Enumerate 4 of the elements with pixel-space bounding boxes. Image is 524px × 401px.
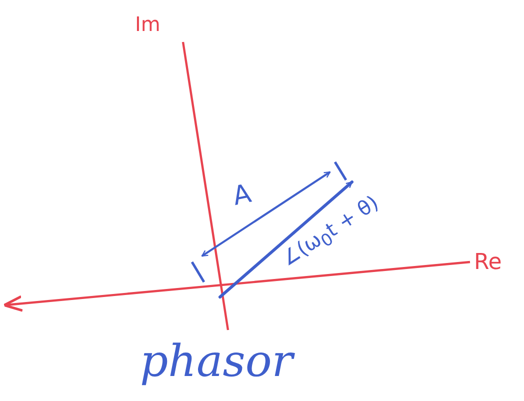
- magnitude-label: A: [230, 180, 254, 210]
- caption: phasor: [140, 340, 293, 384]
- axis-label: Re: [474, 252, 502, 274]
- axis-label: Im: [135, 14, 160, 34]
